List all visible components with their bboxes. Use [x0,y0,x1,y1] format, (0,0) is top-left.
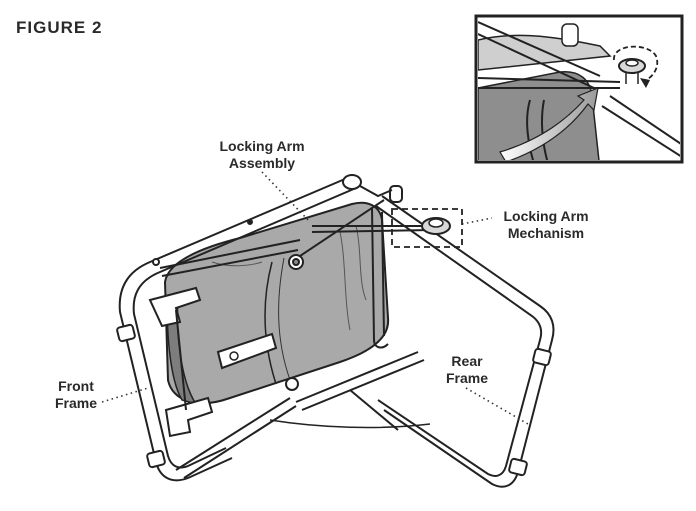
label-rear-frame: Rear Frame [438,353,496,387]
figure-title: FIGURE 2 [16,18,103,37]
label-locking-arm-assembly: Locking Arm Assembly [212,138,312,172]
label-line: Frame [54,395,98,411]
rear-frame [371,195,555,488]
label-line: Mechanism [507,225,585,241]
label-line: Front [58,378,94,394]
label-front-frame: Front Frame [50,378,102,412]
rear-brace [269,351,431,431]
leader-lines [101,171,529,425]
label-line: Frame [445,370,489,386]
armrest [148,286,214,438]
label-line: Locking Arm [219,138,305,154]
front-brace [159,239,301,479]
locking-knob [421,217,451,235]
mechanism-highlight-box [391,208,463,248]
label-line: Locking Arm [503,208,589,224]
label-line: Assembly [228,155,296,171]
label-locking-arm-mechanism: Locking Arm Mechanism [494,208,598,242]
locking-arm [285,185,433,391]
push-arrow [499,87,599,160]
seat-fabric [163,201,390,405]
inset-detail [474,14,684,164]
seat-seam [264,261,277,385]
bracket-plate [216,332,278,370]
label-line: Rear [451,353,483,369]
